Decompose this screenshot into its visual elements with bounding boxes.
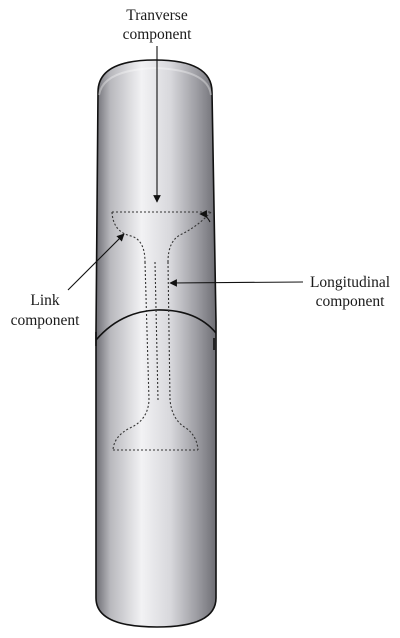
link-label-line1: Link xyxy=(30,292,60,309)
longitudinal-right-edge xyxy=(167,261,199,451)
transverse-label-line1: Tranverse xyxy=(126,7,188,24)
longitudinal-arrow xyxy=(169,279,304,287)
inner-dotted-guide xyxy=(154,261,159,401)
right-flare-pointer xyxy=(199,210,211,223)
cylinder-body xyxy=(95,59,217,628)
link-arrow xyxy=(67,233,125,291)
i-beam-component xyxy=(111,211,212,451)
upper-right-flare xyxy=(167,211,212,263)
longitudinal-component-shape xyxy=(112,261,150,451)
cylinder xyxy=(95,59,217,628)
link-label-line2: component xyxy=(11,312,81,329)
upper-left-flare xyxy=(111,211,146,263)
transverse-label-line2: component xyxy=(123,26,193,43)
longitudinal-label-line2: component xyxy=(316,293,386,310)
annotation-arrows xyxy=(67,46,304,291)
longitudinal-label-line1: Longitudinal xyxy=(310,274,390,291)
cylinder-top-rim xyxy=(98,66,212,96)
